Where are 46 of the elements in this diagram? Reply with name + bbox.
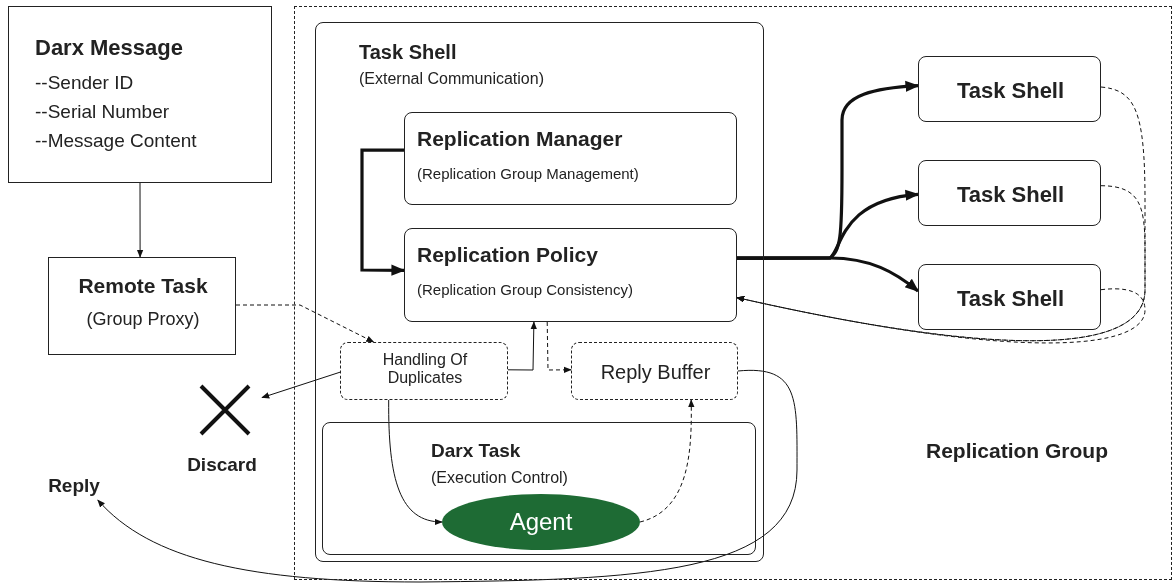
arrow	[546, 321, 572, 374]
arrow	[235, 304, 375, 343]
message-box	[8, 6, 272, 183]
node-title: Reply Buffer	[599, 360, 712, 385]
field-text: --Message Content	[35, 129, 197, 153]
process-box	[404, 112, 737, 205]
node-title: Task Shell	[955, 77, 1066, 105]
group-region	[294, 6, 1172, 580]
node-subtitle: (Execution Control)	[431, 467, 568, 488]
field-text: --Serial Number	[35, 100, 171, 124]
arrow	[136, 182, 144, 258]
node-subtitle: (Replication Group Consistency)	[417, 279, 633, 300]
node-title: Replication Manager	[417, 126, 624, 152]
process-box	[48, 257, 236, 355]
node-title: Task Shell	[359, 40, 458, 65]
process-box	[918, 264, 1101, 330]
arrow	[388, 399, 443, 525]
process-box	[404, 228, 737, 322]
node-subtitle: (Replication Group Management)	[417, 163, 639, 184]
arrow	[507, 321, 537, 371]
node-subtitle: (External Communication)	[359, 69, 544, 89]
node-title: Handling Of Duplicates	[381, 351, 469, 387]
arrow	[360, 148, 406, 276]
node-title: Remote Task	[77, 273, 209, 299]
arrow	[261, 371, 341, 399]
node-title: Replication Policy	[417, 242, 599, 268]
process-box	[918, 160, 1101, 226]
arrow	[737, 256, 920, 293]
node-title: Task Shell	[955, 285, 1066, 313]
process-box	[340, 342, 508, 400]
node-title: Task Shell	[955, 181, 1066, 209]
node-title: Discard	[186, 453, 258, 477]
arrow	[736, 288, 1146, 344]
node-subtitle: (Group Proxy)	[85, 307, 201, 331]
node-title: Reply	[47, 474, 101, 498]
node-title: Replication Group	[926, 438, 1108, 464]
field-text: --Sender ID	[35, 71, 135, 95]
container-box	[322, 422, 756, 555]
process-box	[918, 56, 1101, 122]
arrow	[97, 369, 798, 583]
box-title: Darx Message	[35, 34, 184, 62]
arrow	[639, 399, 695, 523]
buffer-box	[571, 342, 738, 400]
node-title: Darx Task	[431, 439, 522, 463]
container-box	[315, 22, 764, 562]
node-title: Agent	[508, 507, 574, 537]
